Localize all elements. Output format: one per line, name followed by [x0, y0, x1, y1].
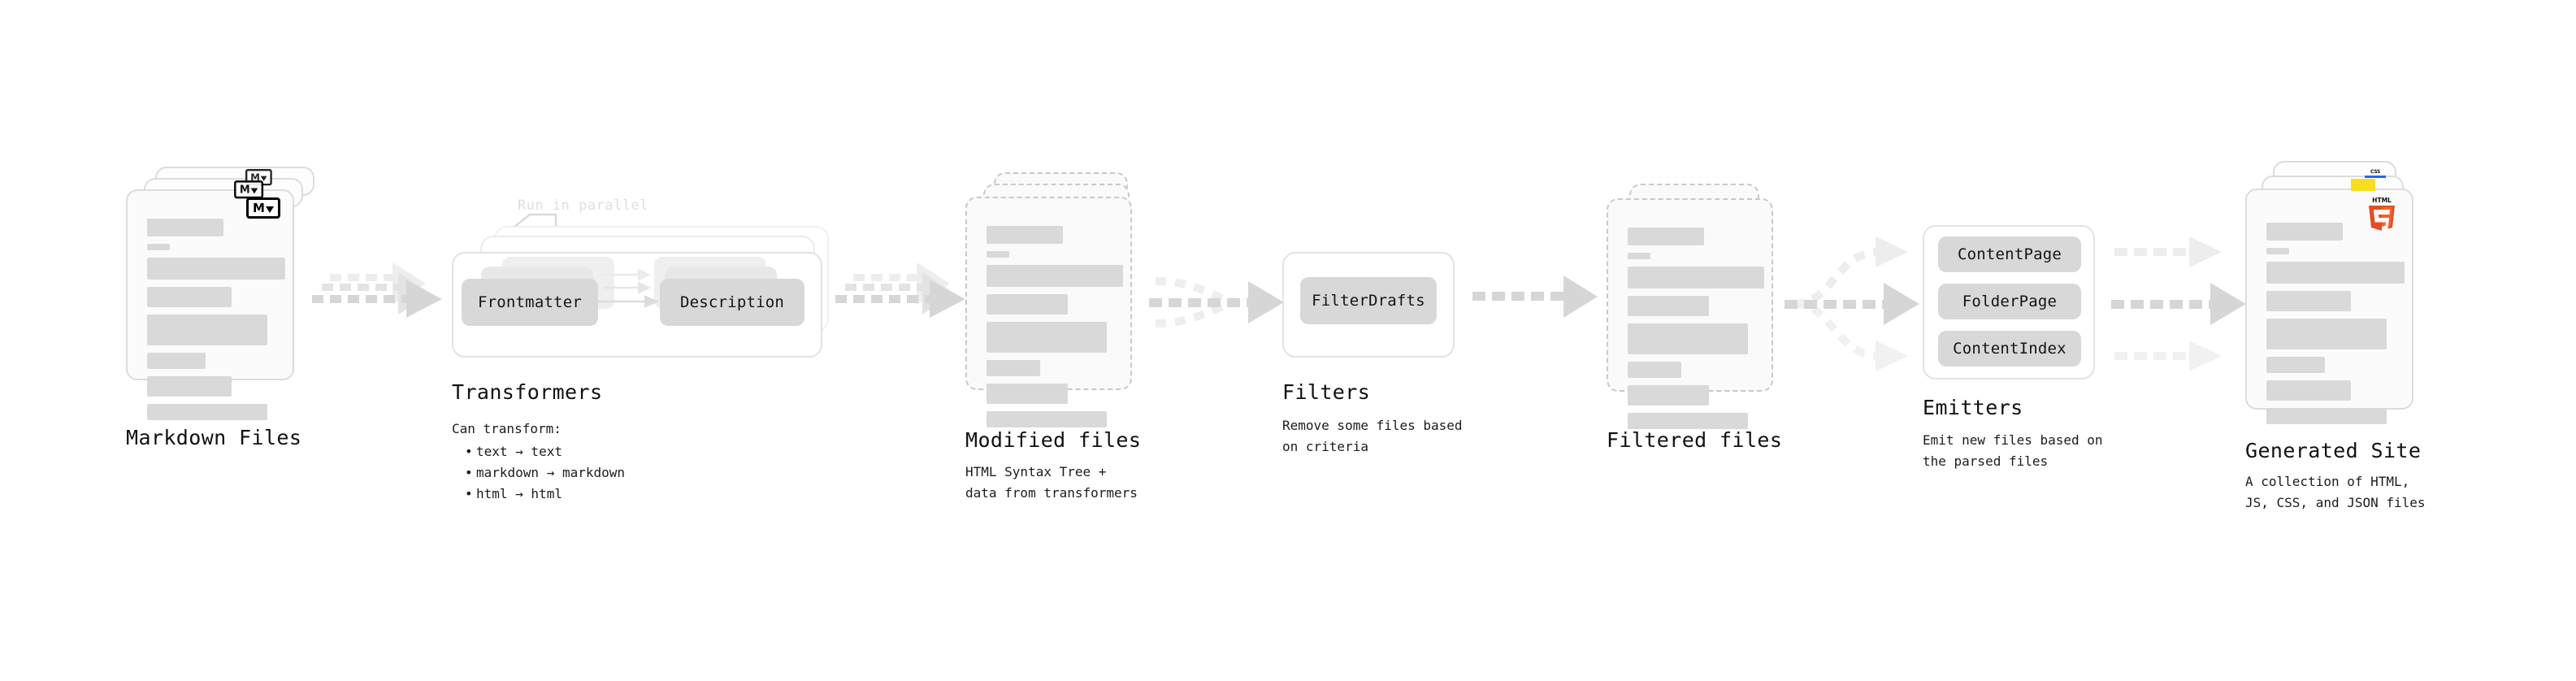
arrow-modified-to-filters — [1149, 277, 1284, 327]
arrow-markdown-to-transformers — [312, 262, 442, 318]
contentpage-pill[interactable]: ContentPage — [1938, 236, 2081, 272]
card-skeleton — [967, 198, 1130, 427]
arrow-filtered-to-emitters — [1785, 236, 1919, 371]
modified-files-caption: Modified files — [965, 428, 1142, 452]
arrow-filters-to-filtered — [1472, 275, 1598, 318]
markdown-files-caption: Markdown Files — [126, 426, 302, 449]
filterdrafts-pill[interactable]: FilterDrafts — [1300, 277, 1437, 324]
description-pill[interactable]: Description — [660, 279, 804, 326]
card-skeleton — [1608, 200, 1772, 429]
generated-site-description: A collection of HTML, JS, CSS, and JSON … — [2245, 474, 2426, 510]
card-skeleton — [128, 191, 293, 420]
generated-site-caption: Generated Site — [2245, 439, 2422, 462]
markdown-icon: M — [246, 197, 280, 219]
transformers-transform-list: text → text markdown → markdown html → h… — [463, 441, 625, 505]
javascript-icon — [2351, 179, 2375, 191]
transformers-intro: Can transform: — [452, 421, 562, 436]
transform-item: markdown → markdown — [465, 462, 625, 484]
filters-caption: Filters — [1282, 380, 1371, 404]
frontmatter-pill[interactable]: Frontmatter — [462, 279, 598, 326]
html5-wordmark: HTML — [2372, 197, 2392, 204]
card-front — [126, 189, 294, 420]
contentindex-pill[interactable]: ContentIndex — [1938, 331, 2081, 367]
emitters-description: Emit new files based on the parsed files — [1923, 432, 2103, 469]
arrow-transformers-to-modified — [835, 262, 965, 318]
css-icon: CSS — [2365, 170, 2386, 178]
card-skeleton — [2247, 190, 2412, 424]
transformers-caption: Transformers — [452, 380, 603, 404]
transformer-internal-arrows — [596, 268, 660, 308]
folderpage-pill[interactable]: FolderPage — [1938, 284, 2081, 319]
transform-item: html → html — [465, 484, 625, 505]
arrow-emitters-to-site — [2111, 236, 2246, 371]
emitters-caption: Emitters — [1923, 396, 2023, 419]
markdown-icon-back-1: M — [234, 180, 264, 199]
run-in-parallel-label: Run in parallel — [518, 197, 649, 214]
card-front — [1607, 198, 1773, 429]
transform-item: text → text — [465, 441, 625, 462]
modified-files-description: HTML Syntax Tree + data from transformer… — [965, 464, 1138, 501]
filtered-files-caption: Filtered files — [1607, 428, 1783, 452]
card-front — [965, 197, 1132, 427]
filters-description: Remove some files based on criteria — [1282, 418, 1463, 454]
html5-icon: HTML — [2366, 195, 2398, 232]
